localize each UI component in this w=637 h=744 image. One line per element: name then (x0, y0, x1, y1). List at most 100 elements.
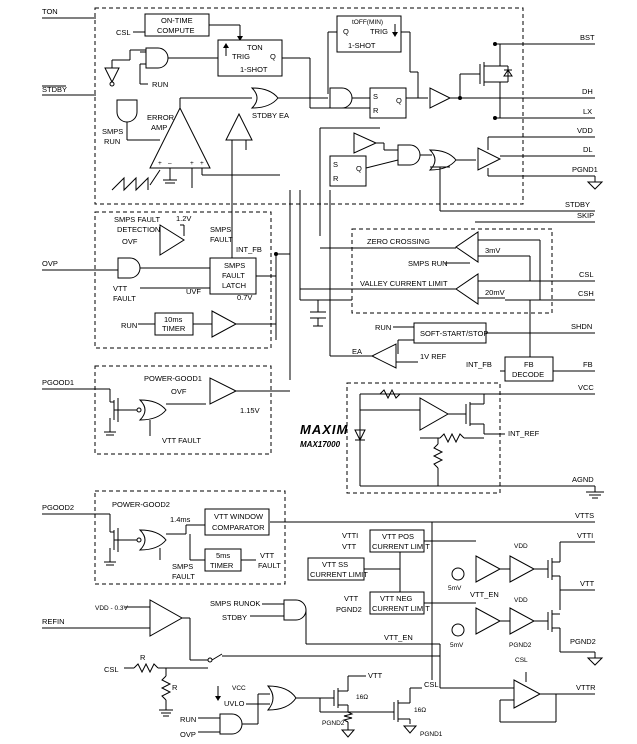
svg-text:CSL: CSL (515, 657, 528, 664)
pin-agnd: AGND (572, 475, 594, 484)
svg-text:–: – (168, 160, 172, 167)
svg-text:STDBY EA: STDBY EA (252, 111, 289, 120)
pin-vcc: VCC (578, 383, 594, 392)
svg-text:1.15V: 1.15V (240, 406, 260, 415)
smps-fault-region (94, 211, 272, 349)
power-good2-region (94, 490, 286, 585)
svg-text:FAULT: FAULT (172, 572, 195, 581)
vtt-sink-driver (509, 607, 536, 635)
power-good1-region (94, 365, 272, 455)
pin-vttr: VTTR (576, 683, 596, 692)
discharge-or-gate (266, 685, 297, 711)
svg-text:TRIG: TRIG (232, 52, 250, 61)
ref-amplifier (419, 397, 450, 431)
vtt-en-and-gate (283, 599, 307, 621)
svg-text:Q: Q (396, 96, 402, 105)
svg-text:FAULT: FAULT (210, 235, 233, 244)
vtt-low-mosfet-icon (547, 610, 595, 653)
svg-text:SMPS RUNOK: SMPS RUNOK (210, 599, 260, 608)
vtt-sink-amp (475, 607, 502, 635)
svg-text:TRIG: TRIG (370, 27, 388, 36)
discharge-mosfet-csl-icon (393, 687, 422, 734)
svg-text:1-SHOT: 1-SHOT (240, 65, 268, 74)
svg-text:VTTI: VTTI (342, 531, 358, 540)
svg-text:COMPUTE: COMPUTE (157, 26, 195, 35)
refin-buffer (149, 599, 184, 637)
svg-text:INT_FB: INT_FB (466, 360, 492, 369)
pg2-or-gate (138, 529, 167, 551)
svg-text:S: S (333, 160, 338, 169)
pin-bst: BST (580, 33, 595, 42)
svg-text:16Ω: 16Ω (356, 694, 368, 701)
svg-text:VALLEY CURRENT LIMIT: VALLEY CURRENT LIMIT (360, 279, 448, 288)
svg-text:SMPS: SMPS (172, 562, 193, 571)
refin-switch (207, 657, 213, 663)
ovf-comparator (159, 224, 185, 256)
smps-fault-latch (209, 257, 257, 295)
pin-vtts: VTTS (575, 511, 594, 520)
svg-text:FAULT: FAULT (222, 271, 245, 280)
dl-driver (477, 147, 502, 171)
svg-text:0.7V: 0.7V (237, 293, 252, 302)
svg-text:UVF: UVF (186, 287, 201, 296)
svg-text:INT_FB: INT_FB (236, 245, 262, 254)
pg1-comparator (209, 377, 238, 405)
pin-ovp: OVP (42, 259, 58, 268)
svg-text:FB: FB (524, 360, 534, 369)
sr-latch-2 (329, 155, 367, 187)
ton-one-shot (217, 39, 283, 77)
ea-or-gate (250, 87, 279, 109)
svg-text:CSL: CSL (116, 28, 131, 37)
svg-text:1.4ms: 1.4ms (170, 515, 191, 524)
pin-dh: DH (582, 87, 593, 96)
svg-text:VTT POS: VTT POS (382, 532, 414, 541)
int-ref-circuit (354, 388, 485, 486)
error-amp (149, 106, 211, 169)
svg-text:VTT WINDOW: VTT WINDOW (214, 512, 264, 521)
pin-pgnd1: PGND1 (572, 165, 598, 174)
svg-text:5ms: 5ms (216, 551, 230, 560)
svg-text:SMPS: SMPS (210, 225, 231, 234)
svg-text:1V REF: 1V REF (420, 352, 447, 361)
pin-pgood2: PGOOD2 (42, 503, 74, 512)
svg-text:VTT: VTT (368, 671, 383, 680)
svg-text:CURRENT LIMIT: CURRENT LIMIT (310, 570, 368, 579)
svg-text:SMPS FAULT: SMPS FAULT (114, 215, 161, 224)
svg-text:VTT: VTT (344, 594, 359, 603)
svg-text:VTT_EN: VTT_EN (470, 590, 499, 599)
ea-amplifier (370, 343, 397, 369)
low-side-comparator (353, 132, 378, 154)
offset-source-5mv-b (451, 623, 465, 637)
smps-controller-region (94, 7, 524, 205)
label-vdd-03v: VDD - 0.3V (95, 605, 129, 612)
svg-text:STDBY: STDBY (222, 613, 247, 622)
pin-dl: DL (583, 145, 593, 154)
svg-text:1-SHOT: 1-SHOT (348, 41, 376, 50)
pin-vtt: VTT (580, 579, 595, 588)
svg-text:VTT: VTT (260, 551, 275, 560)
ground-ea-icon (163, 168, 177, 184)
svg-text:VTT FAULT: VTT FAULT (162, 436, 201, 445)
stdby-ea (225, 112, 253, 141)
svg-text:+: + (200, 160, 204, 167)
pin-run: RUN (180, 715, 196, 724)
dh-driver (429, 87, 452, 109)
svg-text:R: R (140, 653, 146, 662)
svg-text:Q: Q (343, 27, 349, 36)
vtt-source-amp (475, 555, 502, 583)
svg-text:CURRENT LIMIT: CURRENT LIMIT (372, 604, 430, 613)
ground-pgnd1-icon (586, 176, 604, 190)
pin-vdd: VDD (577, 126, 593, 135)
svg-text:RUN: RUN (121, 321, 137, 330)
svg-text:TIMER: TIMER (210, 561, 234, 570)
zero-crossing-comparator (455, 231, 479, 263)
stdby-inverter (104, 67, 120, 84)
svg-text:S: S (373, 92, 378, 101)
svg-text:20mV: 20mV (485, 288, 505, 297)
svg-text:SMPS: SMPS (102, 127, 123, 136)
svg-text:R: R (373, 106, 379, 115)
zero-crossing-region (351, 228, 553, 314)
pin-csl: CSL (579, 270, 594, 279)
maxim-logo: MAXIM (300, 422, 349, 437)
